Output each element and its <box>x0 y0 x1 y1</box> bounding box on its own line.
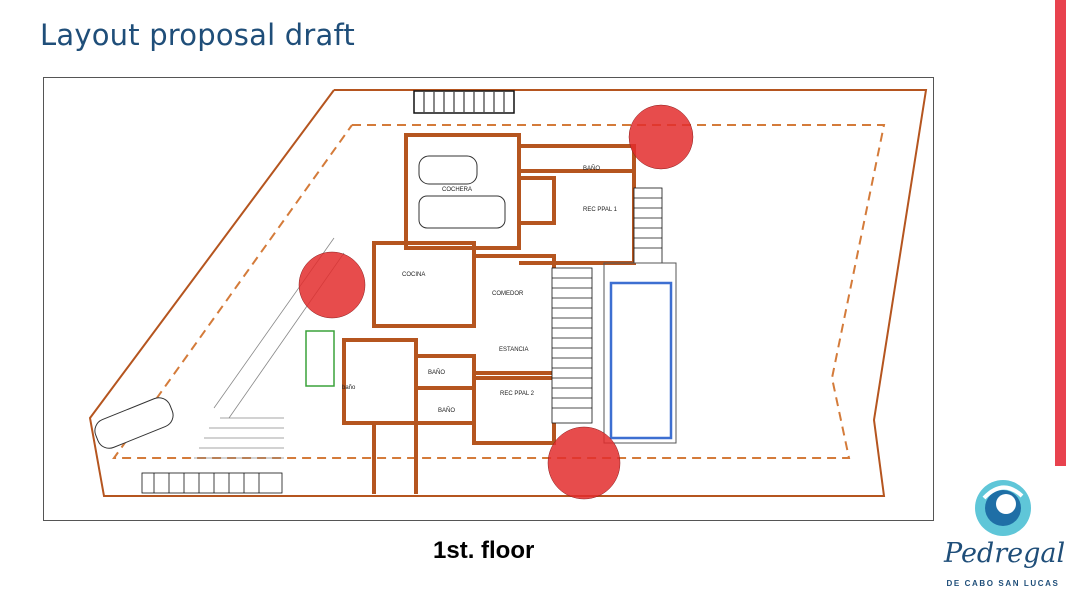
property-boundary <box>88 89 928 497</box>
room-label-estancia: ESTANCIA <box>499 347 529 353</box>
room-label-bano-small: baño <box>342 385 356 391</box>
room-label-rec-ppal-1: REC PPAL 1 <box>583 207 618 213</box>
slide-title: Layout proposal draft <box>40 18 355 52</box>
logo-subtitle: DE CABO SAN LUCAS <box>946 579 1060 588</box>
staircase <box>141 187 663 494</box>
swirl-icon <box>975 480 1031 536</box>
car-icon <box>94 155 506 449</box>
accent-bar <box>1055 0 1066 466</box>
room-label-bano-low: BAÑO <box>438 407 455 414</box>
floor-plan-drawing: BAÑO COCHERA REC PPAL 1 COCINA COMEDOR E… <box>88 89 928 500</box>
room-label-comedor: COMEDOR <box>492 291 524 297</box>
floor-plan: BAÑO COCHERA REC PPAL 1 COCINA COMEDOR E… <box>43 77 934 521</box>
room-label-rec-ppal-2: REC PPAL 2 <box>500 391 535 397</box>
logo-name: Pedregal <box>944 538 1066 569</box>
setback-line <box>112 124 886 459</box>
floor-caption: 1st. floor <box>433 537 535 564</box>
pedregal-logo: Pedregal DE CABO SAN LUCAS <box>944 476 1066 594</box>
pool <box>609 281 673 440</box>
room-label-cocina: COCINA <box>402 272 425 278</box>
room-label-bano-top: BAÑO <box>583 165 600 172</box>
green-planter <box>305 330 335 387</box>
room-label-cochera: COCHERA <box>442 187 472 193</box>
tree-icon <box>298 104 694 500</box>
room-label-bano-mid: BAÑO <box>428 369 445 376</box>
